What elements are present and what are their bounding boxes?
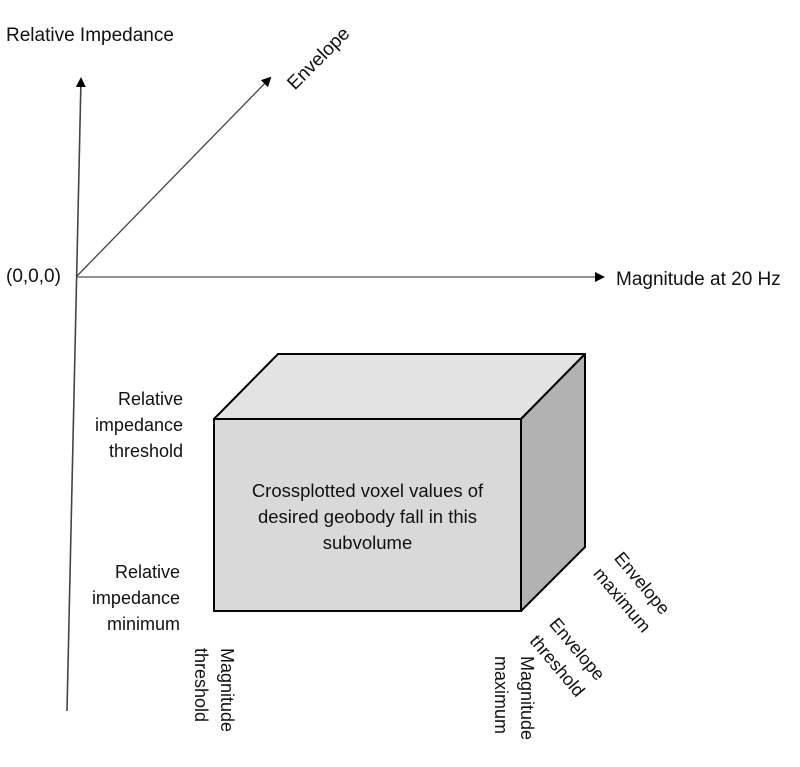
impedance-minimum-label: Relative impedance minimum (60, 559, 180, 637)
subvolume-caption-line: desired geobody fall in this (257, 506, 478, 527)
impedance-threshold-label: Relative impedance threshold (60, 386, 183, 464)
label-line: maximum (491, 656, 511, 735)
label-line: impedance (94, 415, 183, 435)
label-line: impedance (91, 588, 180, 608)
subvolume-box (213, 353, 586, 612)
subvolume-front-face (213, 418, 522, 612)
label-line: Relative (114, 562, 180, 582)
envelope-axis (76, 76, 272, 277)
label-line: minimum (106, 614, 180, 634)
label-line: Relative (117, 389, 183, 409)
subvolume-caption-line: Crossplotted voxel values of (251, 480, 484, 501)
label-line: Magnitude (517, 656, 537, 741)
relative-impedance-axis-label: Relative Impedance (6, 25, 174, 46)
label-line: Magnitude (217, 648, 237, 733)
subvolume-caption: Crossplotted voxel values of desired geo… (214, 478, 521, 556)
origin-label: (0,0,0) (6, 266, 61, 287)
subvolume-caption-line: subvolume (322, 532, 413, 553)
magnitude-axis-label: Magnitude at 20 Hz (616, 269, 781, 290)
magnitude-threshold-label: Magnitude threshold (188, 648, 240, 732)
label-line: threshold (191, 648, 211, 723)
relative-impedance-axis (66, 77, 86, 712)
magnitude-maximum-label: Magnitude maximum (488, 656, 540, 740)
label-line: threshold (108, 441, 183, 461)
